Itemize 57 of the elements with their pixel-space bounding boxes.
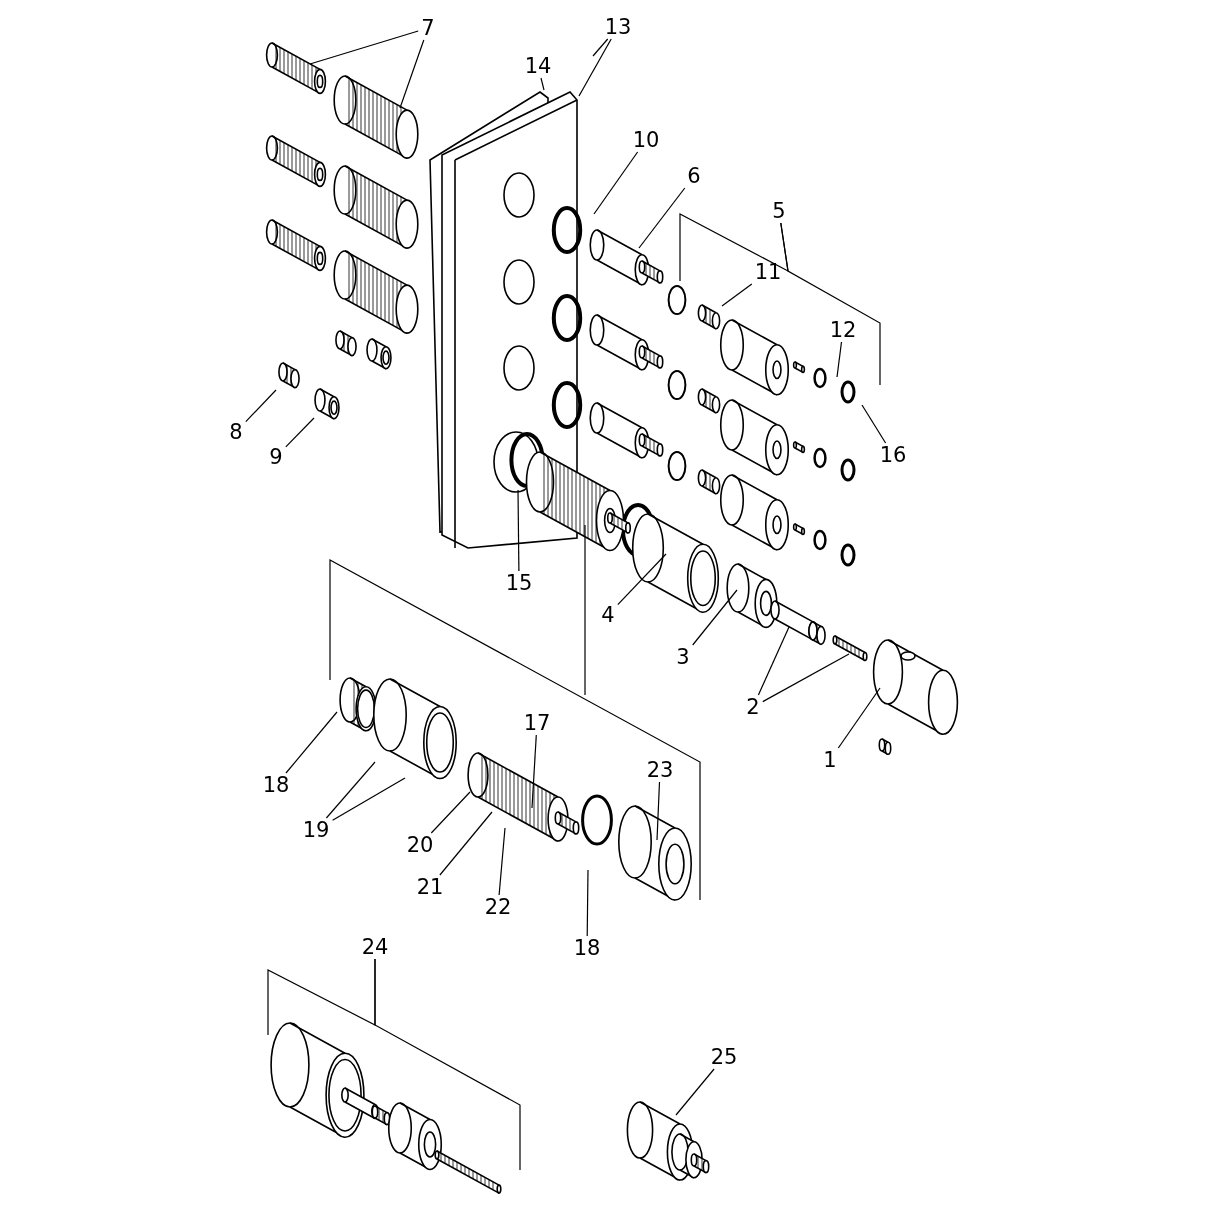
callout-number: 5 — [772, 200, 786, 222]
callout-number: 24 — [361, 936, 389, 958]
leader-line — [721, 283, 753, 307]
callout-number: 18 — [573, 937, 601, 959]
leader-line — [540, 77, 545, 91]
leader-line — [285, 711, 338, 774]
leader-line — [780, 222, 881, 386]
leader-line — [332, 777, 406, 821]
leader-line — [679, 213, 789, 282]
callout-number: 12 — [829, 319, 857, 341]
leader-line — [578, 38, 612, 97]
leader-line — [586, 869, 589, 937]
leader-line — [692, 589, 738, 646]
callout-number: 7 — [421, 17, 435, 39]
callout-number: 17 — [523, 712, 551, 734]
leader-line — [285, 417, 315, 448]
callout-number: 19 — [302, 819, 330, 841]
leader-line — [617, 553, 667, 606]
leader-line — [757, 626, 790, 696]
leader-line — [638, 187, 686, 249]
leader-line — [374, 958, 521, 1171]
callout-number: 1 — [823, 749, 837, 771]
callout-number: 4 — [601, 604, 615, 626]
leader-line — [531, 734, 537, 809]
leader-line — [837, 687, 881, 749]
callout-number: 25 — [710, 1046, 738, 1068]
callout-number: 2 — [746, 696, 760, 718]
leader-line — [430, 791, 471, 834]
leader-line — [656, 781, 661, 841]
leader-line — [836, 341, 843, 378]
leader-line — [309, 30, 419, 65]
callout-number: 3 — [676, 646, 690, 668]
leader-line — [325, 761, 376, 819]
callout-number: 6 — [687, 165, 701, 187]
callout-number: 15 — [505, 572, 533, 594]
callout-number: 13 — [604, 16, 632, 38]
callout-number: 21 — [416, 876, 444, 898]
callout-number: 9 — [269, 446, 283, 468]
leader-line — [593, 151, 639, 215]
callout-number: 14 — [524, 55, 552, 77]
leader-line — [861, 404, 887, 444]
leader-line — [592, 38, 609, 57]
callout-number: 8 — [229, 421, 243, 443]
callout-number: 16 — [879, 444, 907, 466]
callout-number: 20 — [406, 834, 434, 856]
callout-number: 22 — [484, 896, 512, 918]
leader-line — [399, 39, 425, 109]
leader-line — [498, 827, 506, 896]
leader-line — [439, 811, 493, 876]
callout-number: 10 — [632, 129, 660, 151]
callout-number: 23 — [646, 759, 674, 781]
leader-line — [762, 653, 850, 703]
leader-line — [245, 389, 277, 423]
callout-number: 18 — [262, 774, 290, 796]
leader-line — [675, 1068, 715, 1116]
callout-number: 11 — [754, 261, 782, 283]
leader-line — [517, 489, 520, 572]
